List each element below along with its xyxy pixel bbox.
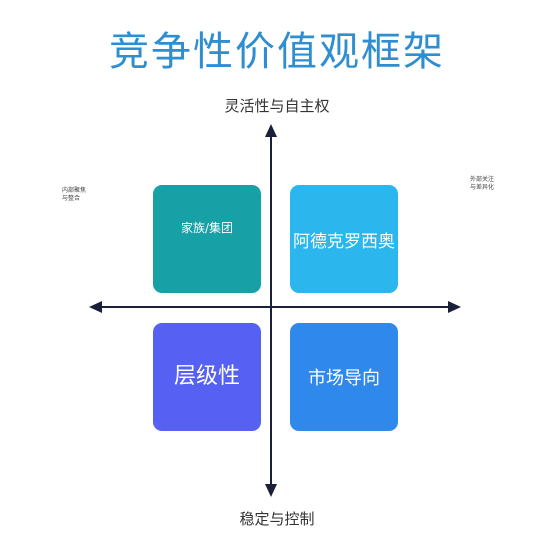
page-title: 竞争性价值观框架 xyxy=(109,29,445,75)
axis-top-label: 灵活性与自主权 xyxy=(224,97,330,115)
quadrant-hierarchy-label: 层级性 xyxy=(173,364,240,389)
axis-left-note-line-2: 与整合 xyxy=(62,195,81,202)
quadrant-adhocracy: 阿德克罗西奥 xyxy=(290,185,398,293)
axis-right-note: 外部关注 与差异化 xyxy=(470,176,494,192)
quadrant-adhocracy-label: 阿德克罗西奥 xyxy=(293,231,395,252)
quadrant-hierarchy: 层级性 xyxy=(153,323,261,431)
axis-right-note-line-1: 外部关注 xyxy=(470,176,495,183)
quadrant-clan: 家族/集团 xyxy=(153,185,261,293)
axis-bottom-label: 稳定与控制 xyxy=(239,510,315,528)
vertical-axis-arrow-top xyxy=(265,124,277,137)
axis-left-note-line-1: 内部聚焦 xyxy=(62,187,87,194)
quadrant-clan-label: 家族/集团 xyxy=(180,220,234,235)
axis-left-note: 内部聚焦 与整合 xyxy=(62,187,86,203)
vertical-axis-arrow-bottom xyxy=(265,484,277,497)
horizontal-axis-arrow-right xyxy=(448,301,461,313)
quadrant-market-label: 市场导向 xyxy=(308,368,380,389)
horizontal-axis-arrow-left xyxy=(89,301,102,313)
axis-right-note-line-2: 与差异化 xyxy=(470,184,495,191)
quadrant-market: 市场导向 xyxy=(290,323,398,431)
